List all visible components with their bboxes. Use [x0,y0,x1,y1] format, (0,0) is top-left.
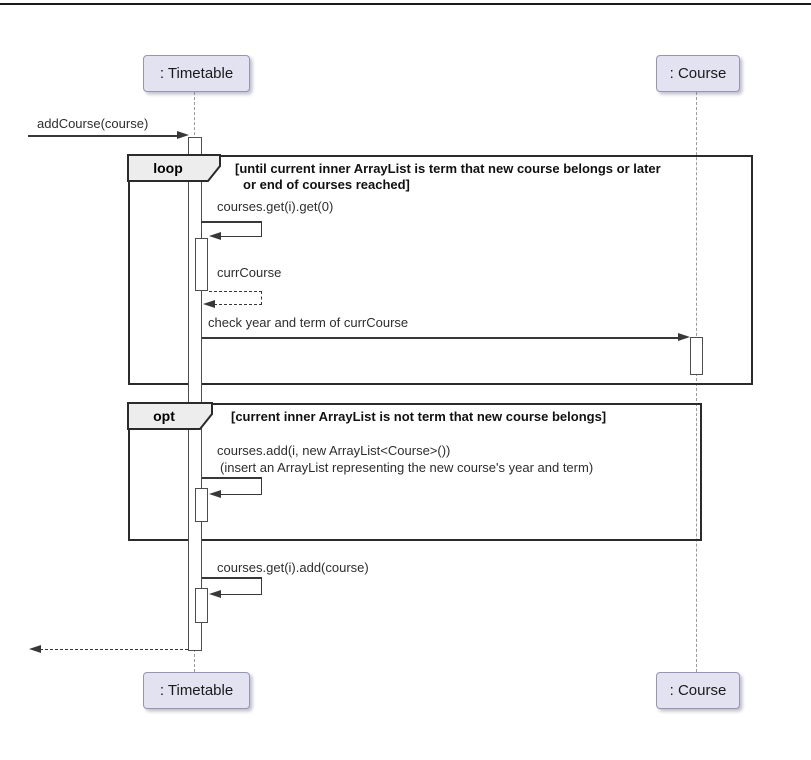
message-add-course-line [28,135,178,137]
final-return-line [40,649,188,650]
message-add-course-label: addCourse(course) [37,116,149,131]
loop-operator-label: loop [153,160,183,176]
self-call-line [202,477,262,479]
participant-course-label: : Course [669,682,727,699]
activation-bar-main [188,137,202,651]
self-call-line [260,221,262,237]
participant-timetable-label: : Timetable [159,682,234,699]
message-check-year-term-line [202,337,679,339]
page-top-rule [0,3,811,5]
arrowhead-right-icon [678,333,690,341]
participant-timetable-bottom: : Timetable [143,672,250,709]
activation-bar-nested-3 [195,588,208,623]
self-call-line [202,577,262,579]
message-add-to-term-label: courses.get(i).add(course) [217,560,369,575]
opt-guard: [current inner ArrayList is not term tha… [231,409,607,424]
lifeline-course [696,92,697,672]
message-get-first-label: courses.get(i).get(0) [217,199,334,214]
message-check-year-term-label: check year and term of currCourse [208,315,409,330]
self-call-line [214,235,262,237]
participant-timetable-top: : Timetable [143,55,250,92]
self-call-line [260,477,262,495]
loop-fragment [128,155,753,385]
self-return-line [209,303,262,305]
participant-course-bottom: : Course [656,672,740,709]
arrowhead-left-icon [209,590,221,598]
participant-course-top: : Course [656,55,740,92]
opt-operator-label: opt [153,408,175,424]
loop-guard-line1: [until current inner ArrayList is term t… [235,161,661,176]
message-insert-list-note: (insert an ArrayList representing the ne… [220,460,594,475]
self-return-line [260,291,262,305]
loop-guard-line2: or end of courses reached] [243,177,410,192]
message-curr-course-label: currCourse [217,265,282,280]
opt-fragment [128,403,702,541]
message-insert-list-label: courses.add(i, new ArrayList<Course>()) [217,443,451,458]
arrowhead-left-icon [209,232,221,240]
activation-bar-nested-2 [195,488,208,522]
self-call-line [201,221,262,223]
arrowhead-left-icon [203,300,215,308]
self-call-line [260,577,262,595]
activation-bar-nested-1 [195,238,208,291]
self-call-line [215,593,262,595]
opt-operator-pentagon [127,402,213,430]
arrowhead-left-icon [29,645,41,653]
participant-timetable-label: : Timetable [159,65,234,82]
activation-bar-course [690,337,703,375]
arrowhead-left-icon [209,490,221,498]
loop-operator-pentagon [127,154,221,182]
self-return-line [209,291,262,292]
self-call-line [215,493,262,495]
arrowhead-right-icon [177,131,189,139]
participant-course-label: : Course [669,65,727,82]
